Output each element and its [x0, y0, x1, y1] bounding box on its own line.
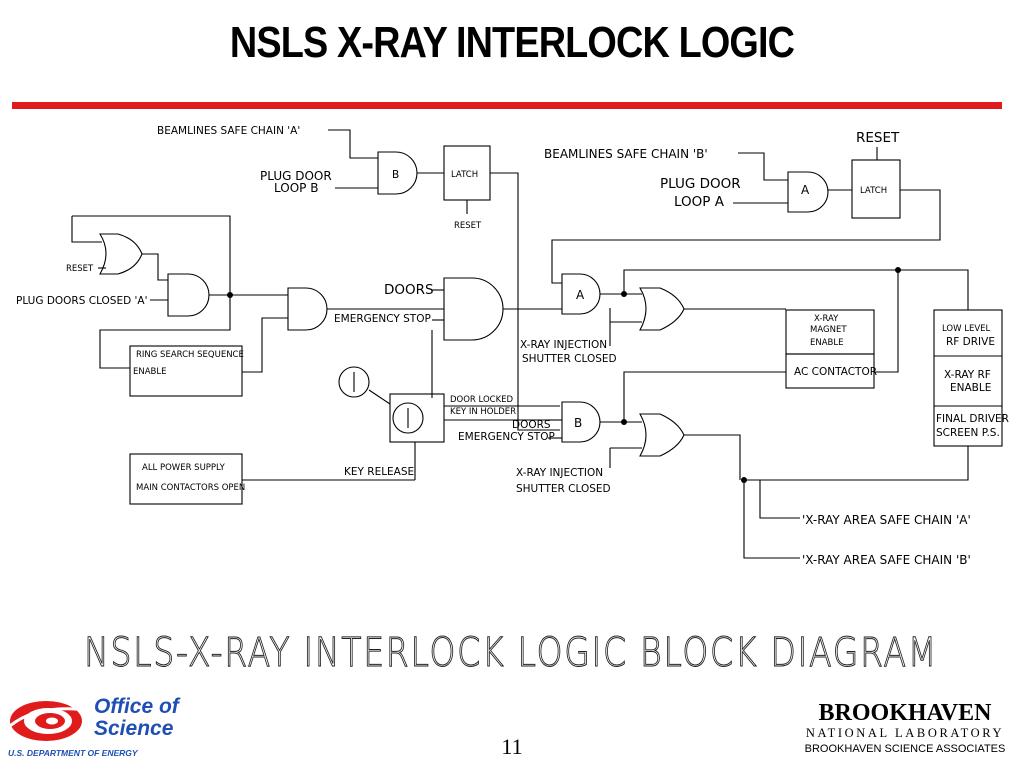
label-beamlines-b: BEAMLINES SAFE CHAIN 'B'	[544, 147, 708, 161]
wire	[490, 172, 560, 431]
bnl-lab-label: NATIONAL LABORATORY	[805, 726, 1005, 740]
label-screen-ps: SCREEN P.S.	[936, 427, 1000, 439]
indicator-lamp-1	[338, 366, 370, 398]
label-all-power: ALL POWER SUPPLY	[142, 463, 226, 473]
or-gate-lower	[639, 413, 685, 457]
diagram-caption: NSLS-X-RAY INTERLOCK LOGIC BLOCK DIAGRAM	[84, 630, 938, 676]
label-reset-b: RESET	[454, 221, 482, 231]
label-key-in-holder: KEY IN HOLDER	[450, 407, 516, 417]
title-divider	[12, 102, 1002, 109]
wire	[72, 215, 231, 369]
label-ring-search: RING SEARCH SEQUENCE	[136, 350, 244, 360]
label-main-contactors: MAIN CONTACTORS OPEN	[136, 483, 245, 493]
and-gate-b-top	[377, 151, 418, 195]
wire	[623, 269, 969, 310]
wire	[743, 480, 800, 559]
label-beamlines-a: BEAMLINES SAFE CHAIN 'A'	[157, 125, 300, 137]
doe-science-label: Science	[94, 717, 174, 740]
and-gate-b-mid	[561, 401, 601, 443]
indicator-lamp-2	[392, 402, 424, 434]
interlock-block-diagram: BEAMLINES SAFE CHAIN 'A' PLUG DOOR LOOP …	[16, 125, 1009, 677]
label-final-driver: FINAL DRIVER	[936, 413, 1009, 425]
gate-label-a-top: A	[801, 183, 810, 197]
label-low-level: LOW LEVEL	[942, 324, 991, 334]
wire	[142, 253, 168, 281]
label-xray-magnet-3: ENABLE	[810, 338, 843, 348]
wire	[328, 129, 378, 159]
wire	[684, 434, 741, 480]
wire	[551, 189, 941, 284]
gate-label-b-mid: B	[574, 416, 582, 430]
latch-a-box	[851, 159, 901, 219]
ac-contactor-box	[785, 353, 875, 389]
and-gate-center	[287, 287, 328, 331]
label-xray-injection-2: X-RAY INJECTION	[516, 467, 603, 479]
doe-office-of-science-logo: Office of Science U.S. DEPARTMENT OF ENE…	[6, 694, 216, 762]
label-plug-door-a: PLUG DOOR	[660, 176, 741, 192]
key-holder-box	[389, 393, 445, 443]
wire	[623, 371, 786, 422]
label-xray-area-safe-a: 'X-RAY AREA SAFE CHAIN 'A'	[802, 513, 971, 527]
label-emergency-stop-1: EMERGENCY STOP	[334, 313, 431, 325]
label-reset-left: RESET	[66, 264, 94, 274]
doe-swirl-icon	[9, 701, 89, 741]
gate-label-a-mid: A	[576, 288, 585, 302]
label-plug-doors-closed: PLUG DOORS CLOSED 'A'	[16, 295, 147, 307]
bnl-associates-label: BROOKHAVEN SCIENCE ASSOCIATES	[804, 743, 1006, 755]
label-ac-contactor: AC CONTACTOR	[794, 366, 877, 378]
label-xray-rf: X-RAY RF	[944, 369, 991, 381]
ring-search-box	[129, 345, 243, 397]
label-key-release: KEY RELEASE	[344, 466, 414, 478]
wire	[744, 446, 969, 481]
doe-office-label: Office of	[94, 695, 179, 718]
junction-dot	[895, 267, 901, 273]
label-rf-enable: ENABLE	[950, 382, 991, 394]
label-xray-area-safe-b: 'X-RAY AREA SAFE CHAIN 'B'	[802, 553, 971, 567]
and-gate-main	[443, 277, 504, 341]
wire	[71, 216, 102, 243]
slide-title: NSLS X-RAY INTERLOCK LOGIC	[229, 18, 795, 67]
doe-department-label: U.S. DEPARTMENT OF ENERGY	[8, 748, 138, 758]
label-shutter-closed-2: SHUTTER CLOSED	[516, 483, 611, 495]
label-doors-1: DOORS	[384, 282, 434, 298]
gate-label-b-top: B	[392, 169, 399, 181]
junction-dot	[621, 419, 627, 425]
or-gate-left	[99, 233, 143, 275]
label-latch-a: LATCH	[860, 186, 887, 196]
label-ring-enable: ENABLE	[133, 367, 166, 377]
label-xray-injection-1: X-RAY INJECTION	[520, 339, 607, 351]
page-number: 11	[501, 734, 523, 759]
brookhaven-logo: BROOKHAVEN NATIONAL LABORATORY BROOKHAVE…	[798, 700, 1012, 766]
label-door-locked: DOOR LOCKED	[450, 395, 514, 405]
label-reset-a: RESET	[856, 130, 900, 146]
wire	[874, 270, 899, 373]
rf-drive-stack	[933, 309, 1003, 447]
all-power-box	[129, 453, 243, 505]
wire	[759, 480, 800, 519]
label-doors-2: DOORS	[512, 419, 551, 431]
stack-dividers	[934, 355, 1002, 407]
label-xray-magnet-2: MAGNET	[810, 325, 847, 335]
junction-dot	[621, 291, 627, 297]
junction-dot	[741, 477, 747, 483]
label-latch-b: LATCH	[451, 170, 478, 180]
wire	[738, 152, 788, 181]
and-gate-a-mid	[561, 273, 601, 315]
label-xray-magnet-1: X-RAY	[814, 314, 839, 324]
junction-dot	[227, 292, 233, 298]
wire	[242, 317, 288, 373]
wire	[368, 389, 391, 405]
label-shutter-closed-1: SHUTTER CLOSED	[522, 353, 617, 365]
or-gate-upper	[639, 287, 685, 331]
label-emergency-stop-2: EMERGENCY STOP	[458, 431, 555, 443]
label-plug-door-b: PLUG DOOR	[260, 169, 332, 183]
label-loop-b: LOOP B	[274, 181, 318, 195]
and-gate-a-top	[787, 171, 829, 213]
label-loop-a: LOOP A	[674, 194, 725, 210]
label-rf-drive: RF DRIVE	[946, 336, 995, 348]
bnl-name-label: BROOKHAVEN	[818, 700, 992, 726]
and-gate-left	[167, 273, 210, 317]
